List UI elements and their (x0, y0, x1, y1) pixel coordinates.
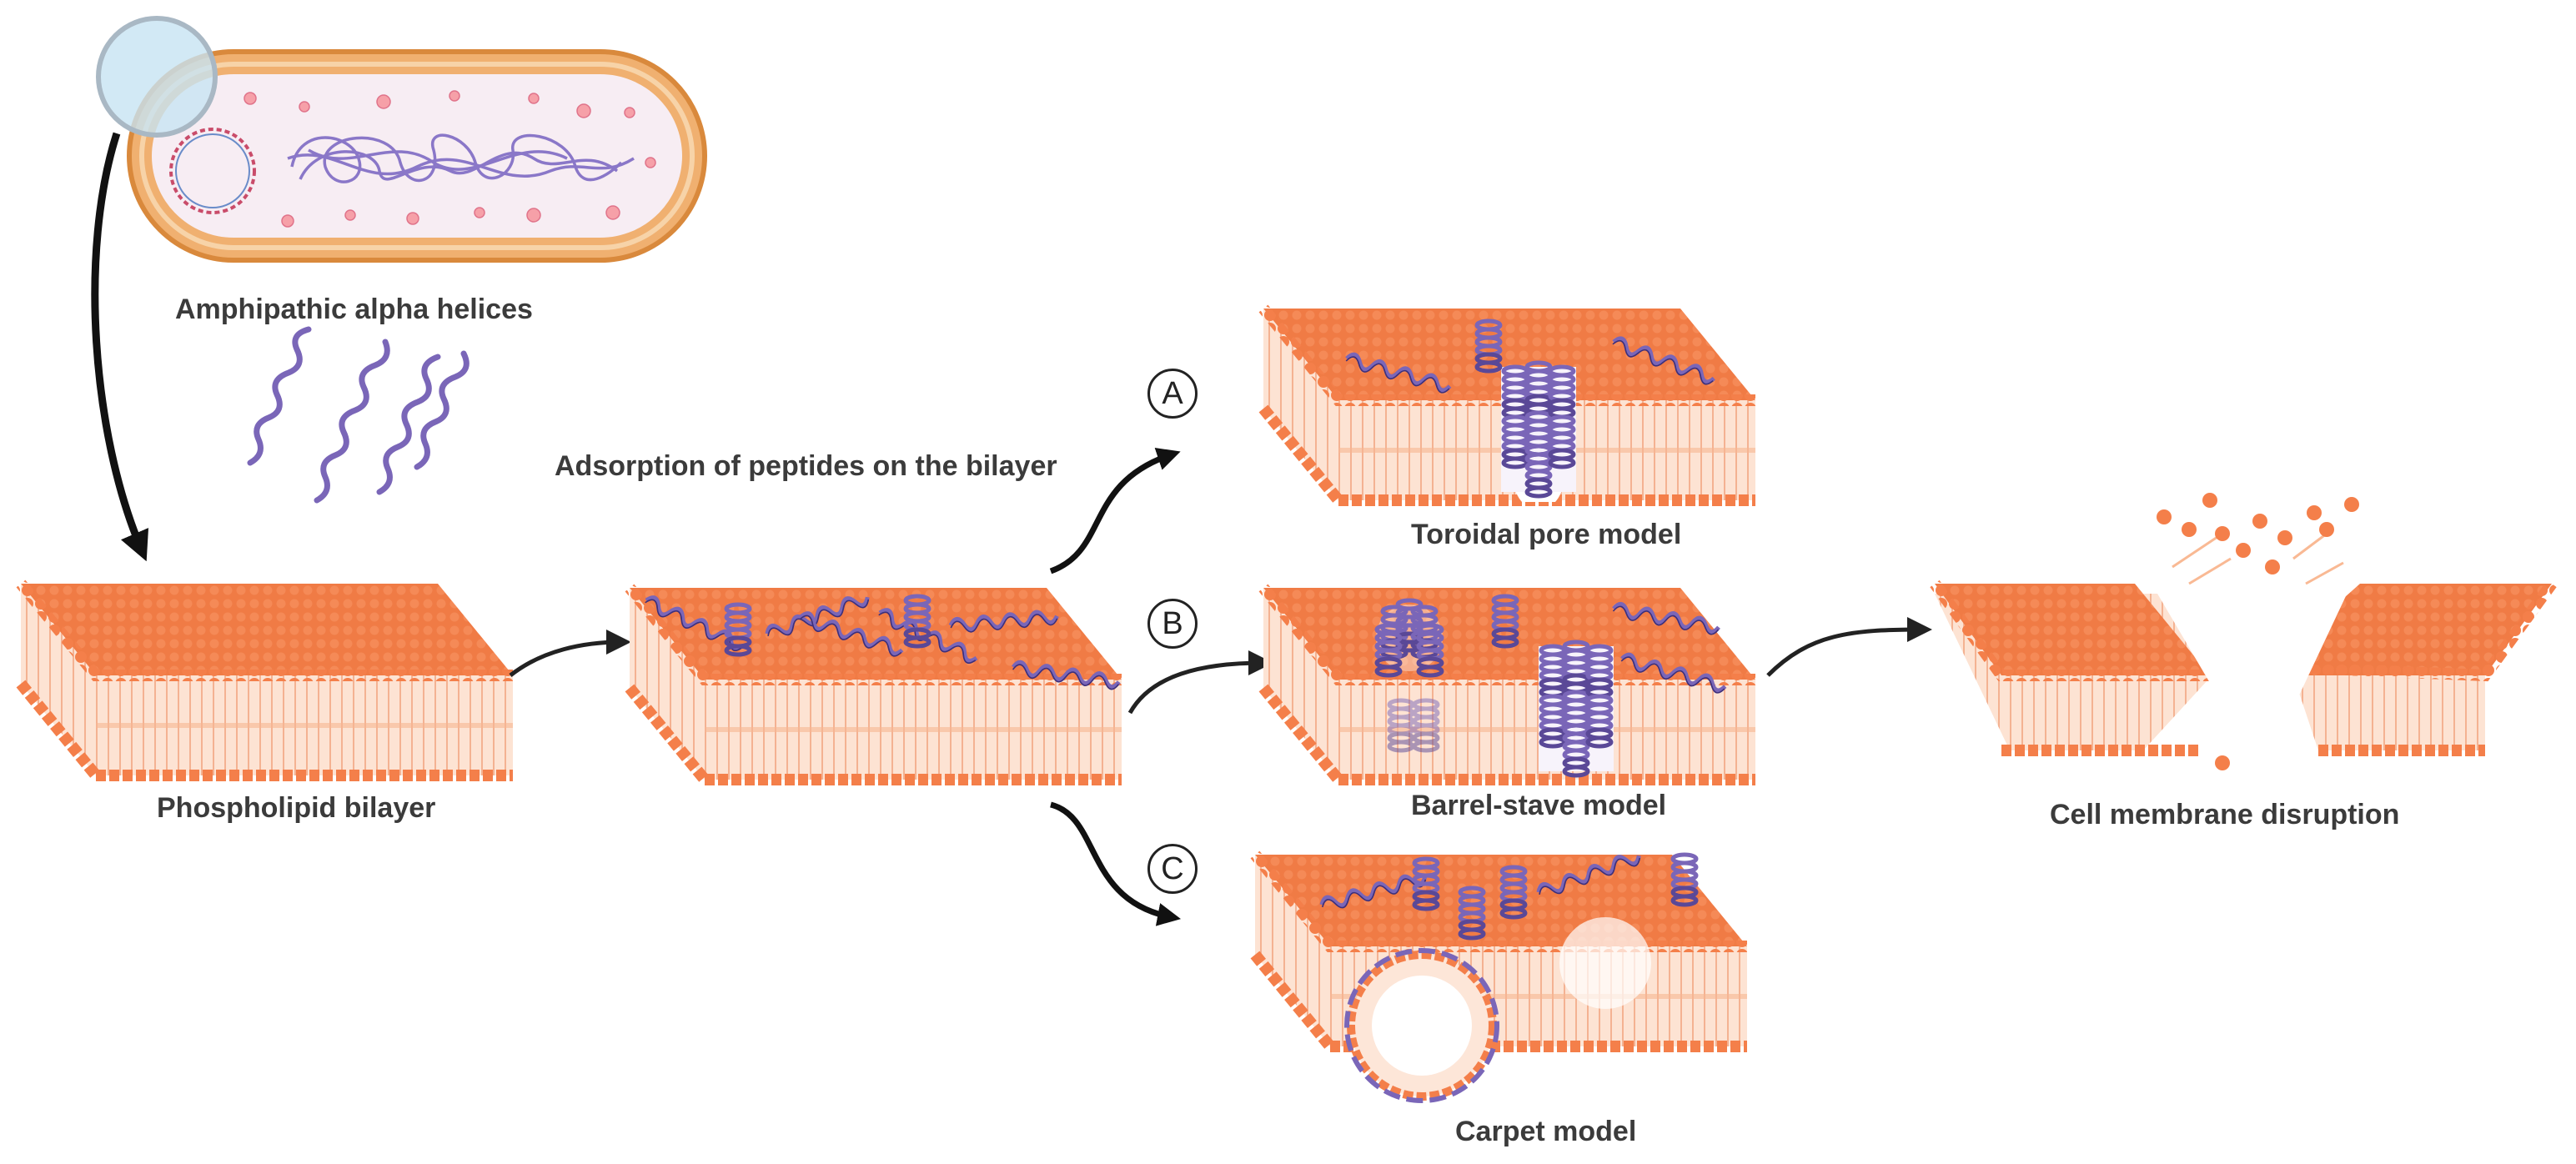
label-carpet-model: Carpet model (1455, 1116, 1637, 1147)
carpet-model-bilayer (1255, 850, 1747, 1103)
plasmid (169, 128, 256, 214)
barrel-stave-bilayer (1263, 588, 1755, 780)
disrupted-membrane (1930, 493, 2557, 770)
arrow-to-adsorption (509, 630, 631, 677)
marker-a: A (1147, 369, 1198, 419)
label-adsorption: Adsorption of peptides on the bilayer (555, 450, 1057, 482)
label-toroidal-pore: Toroidal pore model (1411, 519, 1682, 550)
toroidal-pore-bilayer (1263, 309, 1755, 502)
arrow-to-disruption (1766, 617, 1932, 677)
magnify-arrow (91, 132, 149, 562)
arrow-to-carpet (1049, 801, 1182, 926)
label-membrane-disruption: Cell membrane disruption (2050, 799, 2400, 830)
magnifier-lens (96, 16, 218, 138)
label-barrel-stave: Barrel-stave model (1411, 790, 1667, 821)
arrow-to-barrel (1127, 650, 1273, 715)
bilayer-with-adsorbed-peptides (630, 588, 1122, 780)
ribosomes (244, 90, 656, 228)
marker-c: C (1147, 844, 1198, 894)
bacterium-cell (127, 49, 707, 263)
phospholipid-bilayer (21, 584, 513, 775)
nucleoid-dna (287, 133, 635, 183)
alpha-helices-cluster (247, 326, 470, 504)
label-amphipathic-helices: Amphipathic alpha helices (175, 294, 533, 325)
label-phospholipid-bilayer: Phospholipid bilayer (157, 792, 436, 824)
marker-b: B (1147, 599, 1198, 649)
arrow-to-toroidal (1049, 448, 1181, 574)
